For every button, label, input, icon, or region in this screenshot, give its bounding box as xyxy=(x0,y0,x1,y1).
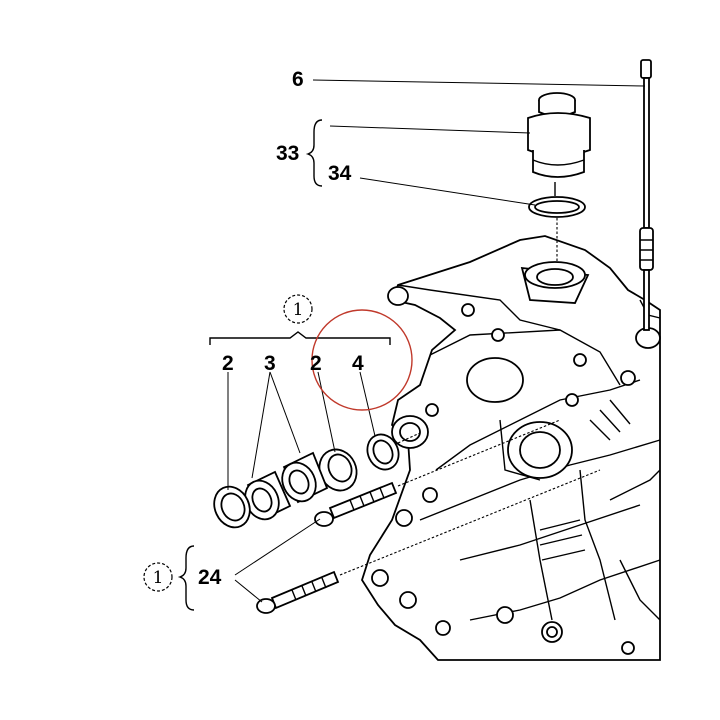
push-rod xyxy=(639,59,654,331)
circled-marker-text: 1 xyxy=(293,300,304,320)
label-ring: 4 xyxy=(352,352,364,375)
highlight-circle xyxy=(311,309,413,411)
label-bushing-right: 2 xyxy=(310,352,322,375)
bolts xyxy=(256,419,601,614)
label-bolts: 24 xyxy=(198,566,222,589)
circled-marker-group-bolts: 1 xyxy=(143,562,173,592)
circled-marker-group-bearings: 1 xyxy=(283,294,313,324)
label-seal-group: 33 xyxy=(276,142,299,165)
seal-cap-assembly xyxy=(527,92,591,196)
label-needle-bearing: 3 xyxy=(264,352,276,375)
crankcase-housing xyxy=(361,235,661,661)
leader-lines xyxy=(177,79,646,611)
circled-marker-text: 1 xyxy=(153,568,164,588)
label-bushing-left: 2 xyxy=(222,352,234,375)
label-o-ring: 34 xyxy=(328,162,352,185)
label-rod: 6 xyxy=(292,68,304,91)
bearing-stack xyxy=(213,432,421,529)
o-ring xyxy=(528,196,586,262)
